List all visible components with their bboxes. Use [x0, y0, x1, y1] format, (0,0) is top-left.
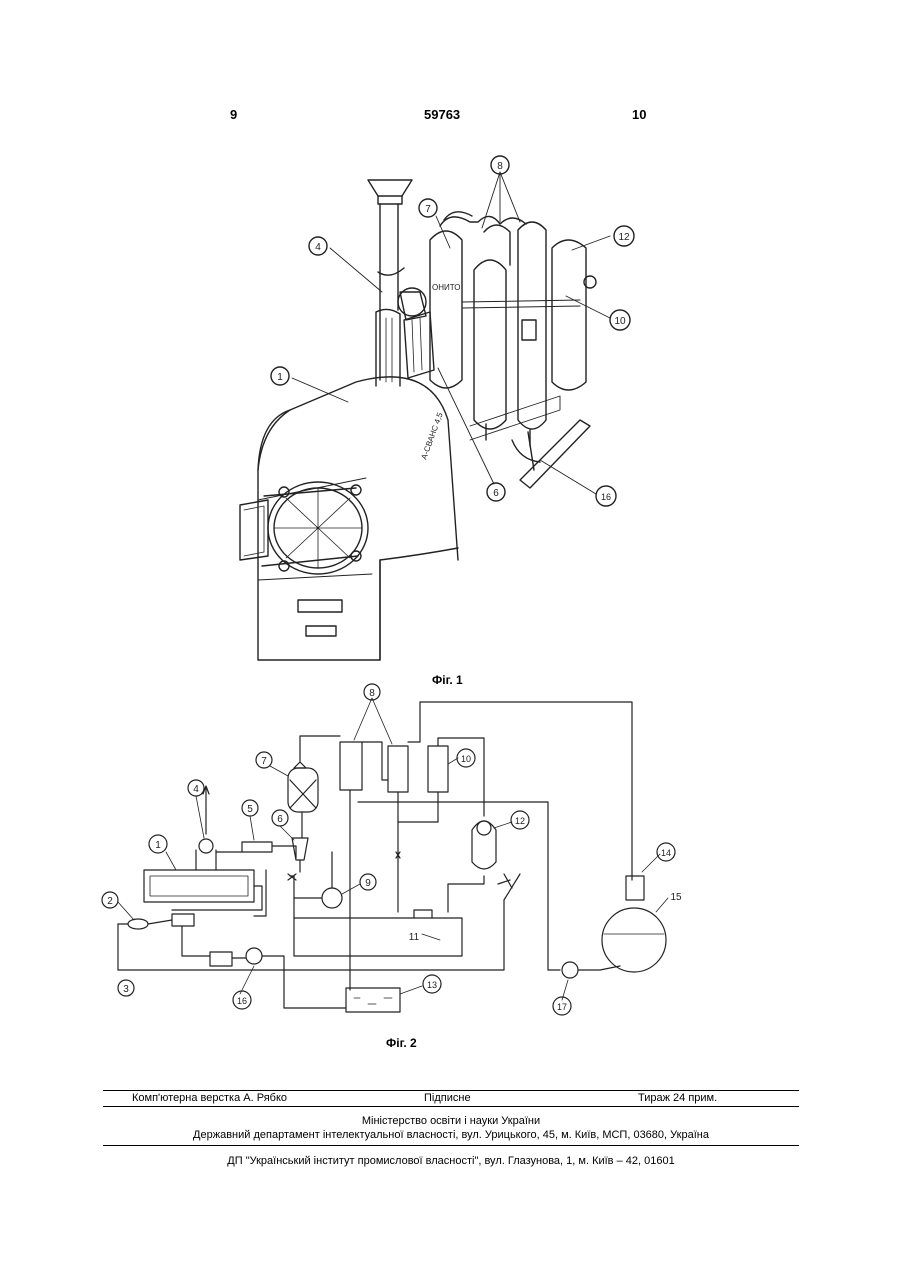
fig1-label-1: 1 [271, 367, 289, 385]
footer-rule-top [103, 1090, 799, 1091]
svg-text:17: 17 [557, 1002, 567, 1012]
svg-text:10: 10 [461, 754, 471, 764]
svg-text:8: 8 [369, 688, 375, 699]
fig2-label-8: 8 [364, 684, 380, 700]
fig2-label-14: 14 [657, 843, 675, 861]
fig1-label-16: 16 [596, 486, 616, 506]
svg-text:8: 8 [497, 161, 503, 172]
fig2-label-16: 16 [233, 991, 251, 1009]
fig2-label-10: 10 [457, 749, 475, 767]
figure-2-caption: Фіг. 2 [386, 1036, 417, 1050]
fig1-label-8: 8 [491, 156, 509, 174]
footer-rule-middle [103, 1106, 799, 1107]
fig1-label-10: 10 [610, 310, 630, 330]
svg-text:9: 9 [365, 878, 371, 889]
svg-text:6: 6 [277, 814, 283, 825]
figure-2-schematic: 1 2 3 4 5 6 7 8 9 10 11 12 13 14 15 16 1… [0, 680, 901, 1030]
svg-text:6: 6 [493, 488, 499, 499]
svg-text:16: 16 [601, 492, 611, 502]
fig1-label-4: 4 [309, 237, 327, 255]
svg-text:7: 7 [261, 756, 267, 767]
svg-text:13: 13 [427, 980, 437, 990]
fig2-label-13: 13 [423, 975, 441, 993]
fig2-label-6: 6 [272, 810, 288, 826]
fig2-label-5: 5 [242, 800, 258, 816]
fig2-label-2: 2 [102, 892, 118, 908]
svg-text:4: 4 [193, 784, 199, 795]
fig2-label-9: 9 [360, 874, 376, 890]
fig2-label-4: 4 [188, 780, 204, 796]
patent-number: 59763 [424, 107, 460, 122]
svg-text:5: 5 [247, 804, 253, 815]
footer-circulation: Тираж 24 прим. [638, 1092, 717, 1105]
svg-text:11: 11 [409, 932, 420, 943]
svg-text:4: 4 [315, 242, 321, 253]
fig2-label-1: 1 [149, 835, 167, 853]
svg-text:7: 7 [425, 204, 431, 215]
right-page-number: 10 [632, 107, 646, 122]
fig1-label-6: 6 [487, 483, 505, 501]
svg-text:15: 15 [670, 892, 682, 903]
fig2-label-12: 12 [511, 811, 529, 829]
footer-institute: ДП "Український інститут промислової вла… [103, 1155, 799, 1168]
fig2-label-11: 11 [409, 932, 420, 943]
footer-rule-bottom [103, 1145, 799, 1146]
svg-text:12: 12 [515, 816, 525, 826]
svg-text:16: 16 [237, 996, 247, 1006]
footer-ministry: Міністерство освіти і науки України [103, 1115, 799, 1128]
footer-layout-credit: Комп'ютерна верстка А. Рябко [132, 1092, 287, 1105]
fig1-label-12: 12 [614, 226, 634, 246]
fig2-label-7: 7 [256, 752, 272, 768]
left-page-number: 9 [230, 107, 237, 122]
fig2-label-3: 3 [118, 980, 134, 996]
boiler-label: А-СВАНС 4,5 [419, 411, 444, 461]
figure-1-drawing: А-СВАНС 4,5 ОНИТО 4 1 7 8 12 [0, 150, 901, 670]
svg-text:1: 1 [155, 840, 161, 851]
cylinder-label: ОНИТО [432, 283, 461, 292]
footer-department: Державний департамент інтелектуальної вл… [103, 1129, 799, 1142]
fig2-label-15: 15 [670, 892, 682, 903]
footer-signed: Підписне [424, 1092, 471, 1105]
svg-text:12: 12 [618, 232, 630, 243]
svg-text:10: 10 [614, 316, 626, 327]
svg-text:2: 2 [107, 896, 113, 907]
svg-text:1: 1 [277, 372, 283, 383]
fig1-label-7: 7 [419, 199, 437, 217]
svg-text:3: 3 [123, 984, 129, 995]
svg-text:14: 14 [661, 848, 671, 858]
